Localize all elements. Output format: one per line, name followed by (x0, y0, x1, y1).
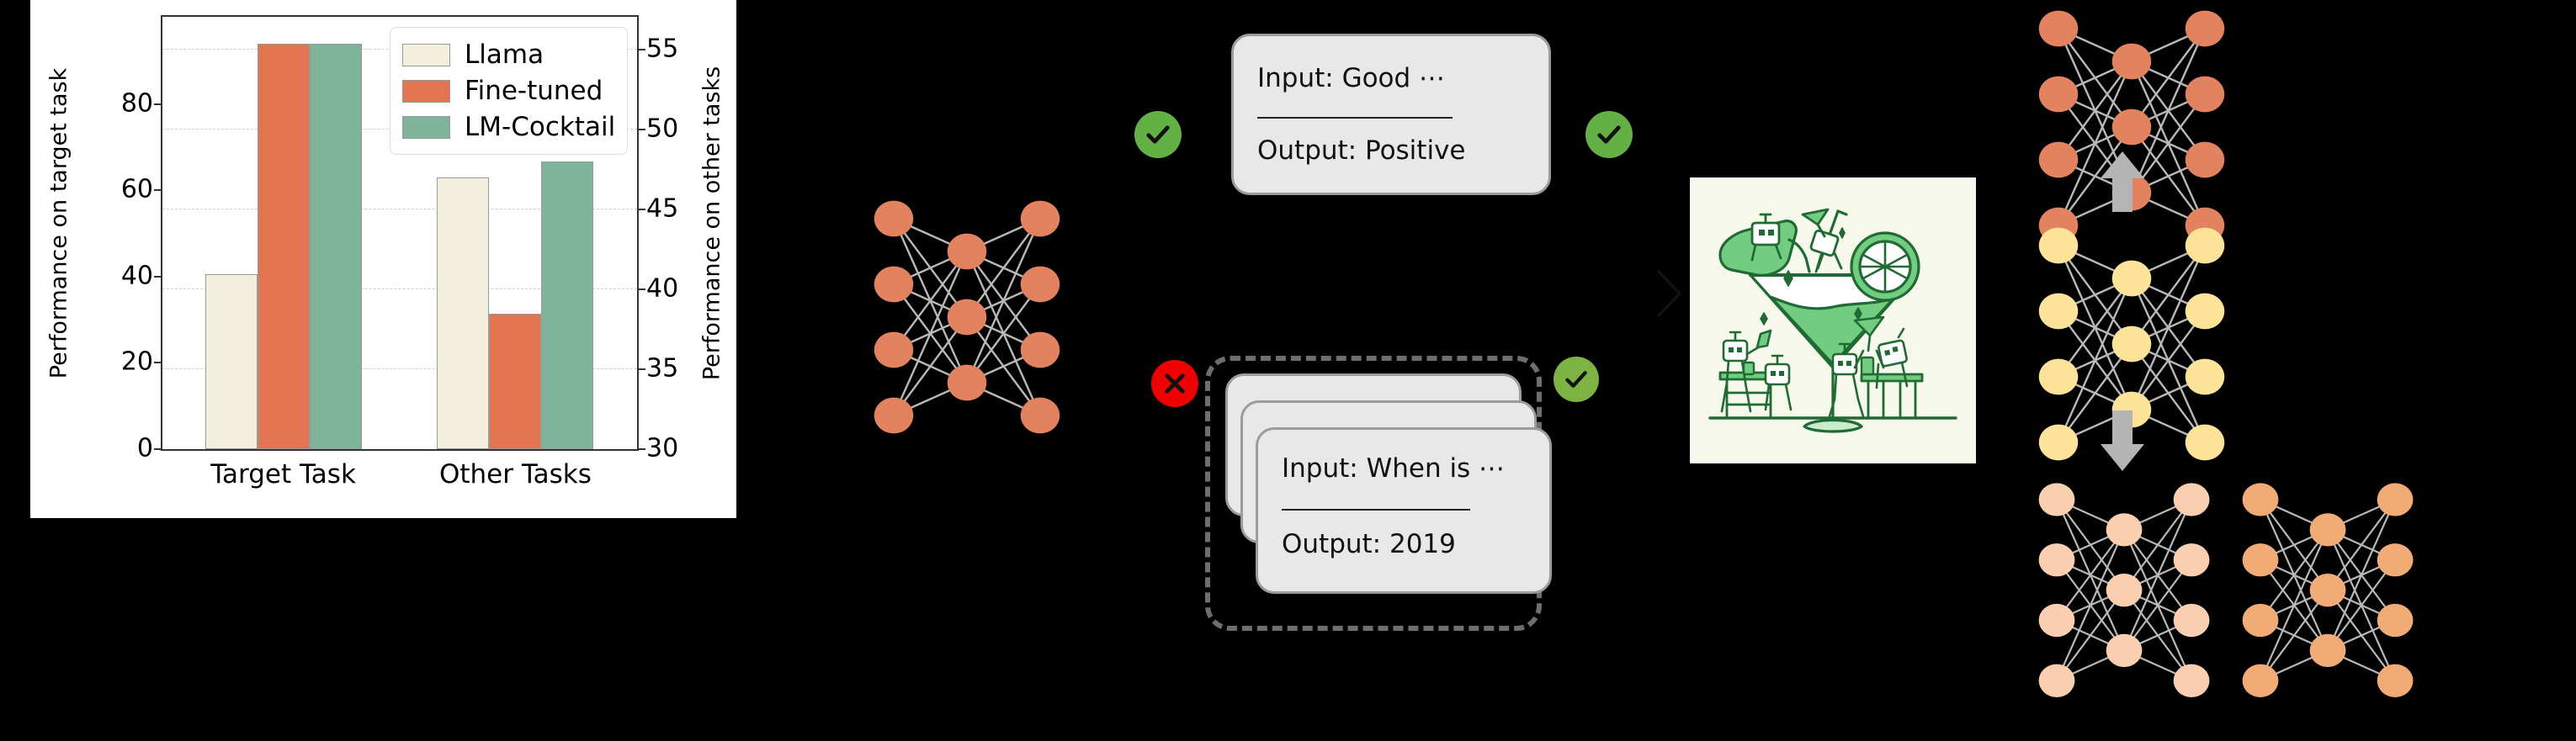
y-tick-mark-left (154, 448, 162, 450)
y-tick-label-left: 40 (120, 261, 153, 291)
legend-label: Llama (465, 40, 544, 70)
legend-label: LM-Cocktail (465, 112, 616, 142)
bar-fine-tuned-other-tasks (489, 313, 542, 449)
x-tick-label: Target Task (210, 459, 356, 490)
card-input-line: Input: When is ⋯ (1282, 453, 1506, 484)
card-output-line: Output: 2019 (1282, 529, 1456, 559)
y-tick-mark-right (637, 209, 645, 210)
fine-tuned-model-network (2038, 8, 2225, 291)
y-tick-mark-right (637, 49, 645, 50)
bar-chart-panel: Performance on target task Performance o… (30, 0, 736, 518)
y-tick-mark-right (637, 129, 645, 130)
card-output-line: Output: Positive (1257, 135, 1466, 166)
y-tick-label-right: 55 (646, 34, 679, 64)
legend-item-llama: Llama (390, 37, 627, 73)
check-badge-bottom-right (1554, 357, 1599, 402)
y-tick-label-left: 0 (136, 433, 153, 463)
card-input-line: Input: Good ⋯ (1257, 63, 1446, 93)
card-divider (1282, 509, 1470, 511)
legend-swatch (402, 44, 450, 66)
bar-llama-target-task (204, 274, 258, 449)
merged-model-network-a (2038, 481, 2210, 741)
lm-cocktail-illustration (1690, 177, 1976, 463)
legend-swatch (402, 116, 450, 139)
y-tick-label-right: 30 (646, 433, 679, 463)
legend-swatch (402, 80, 450, 103)
card-divider (1257, 117, 1453, 119)
check-badge-top-left (1134, 111, 1182, 158)
gridline (162, 368, 637, 369)
x-tick-label: Other Tasks (438, 459, 592, 490)
y-axis-label-left: Performance on target task (45, 67, 72, 379)
bar-lm-cocktail-other-tasks (541, 161, 594, 449)
y-tick-mark-right (637, 368, 645, 370)
example-card-positive: Input: Good ⋯ Output: Positive (1231, 34, 1551, 195)
y-tick-label-right: 40 (646, 273, 679, 304)
source-model-network (874, 198, 1060, 481)
chart-inner: Performance on target task Performance o… (30, 0, 736, 518)
y-tick-mark-left (154, 362, 162, 364)
bar-llama-other-tasks (437, 177, 490, 449)
arrow-down-icon (2099, 409, 2146, 476)
plot-area: 0 20 40 60 80 30 35 40 45 50 55 Target Task Other … (121, 15, 678, 490)
y-tick-mark-left (154, 275, 162, 278)
y-axis-label-right: Performance on other tasks (698, 66, 725, 381)
y-tick-label-left: 80 (120, 88, 153, 119)
arrow-up-icon (2099, 150, 2146, 217)
y-tick-label-right: 35 (646, 353, 679, 384)
y-tick-label-right: 50 (646, 114, 679, 144)
legend-item-fine-tuned: Fine-tuned (390, 73, 627, 109)
gridline (162, 288, 637, 289)
y-tick-label-left: 20 (120, 347, 153, 377)
y-tick-label-left: 60 (120, 174, 153, 204)
base-model-network (2038, 225, 2225, 508)
bar-fine-tuned-target-task (257, 43, 310, 449)
y-tick-mark-right (637, 288, 645, 290)
legend-label: Fine-tuned (465, 76, 603, 106)
chevron-right-icon (1654, 267, 1686, 320)
y-tick-mark-left (154, 189, 162, 192)
legend-item-lm-cocktail: LM-Cocktail (390, 109, 627, 146)
check-badge-top-right (1585, 111, 1633, 158)
bar-lm-cocktail-target-task (309, 43, 362, 449)
y-tick-label-right: 45 (646, 193, 679, 224)
merged-model-network-b (2242, 481, 2414, 741)
example-card-stack-front: Input: When is ⋯ Output: 2019 (1256, 427, 1552, 594)
y-tick-mark-right (637, 448, 645, 450)
y-tick-mark-left (154, 103, 162, 105)
cross-badge-bottom-left (1151, 360, 1198, 407)
